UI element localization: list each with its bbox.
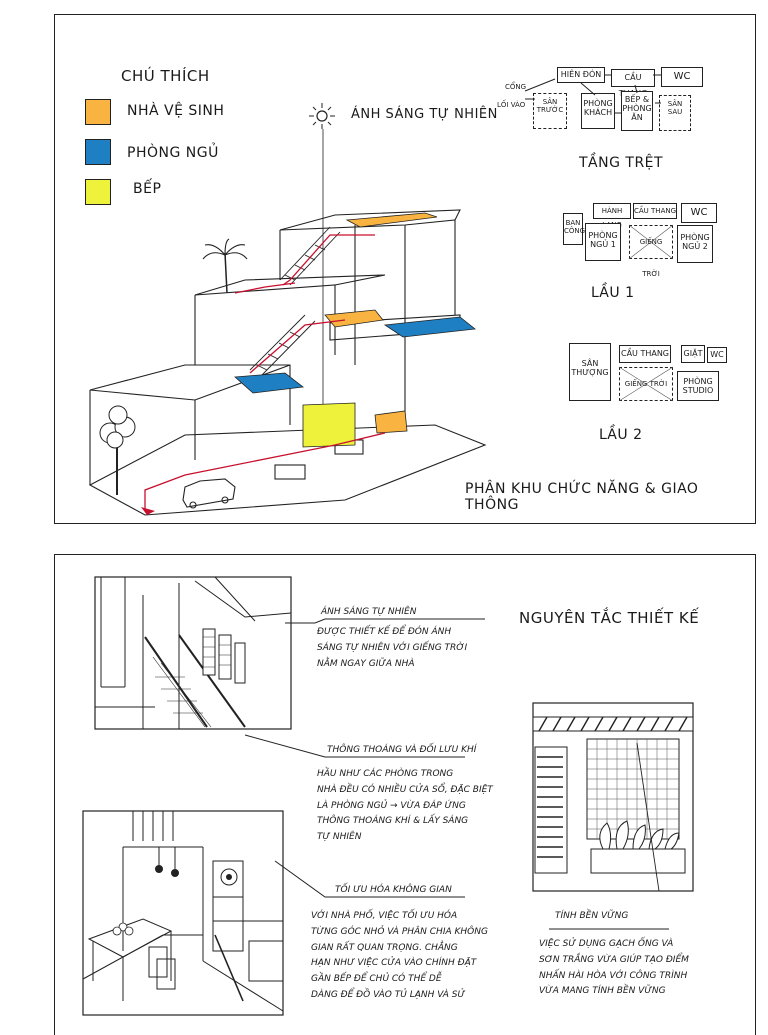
sustainability-note-title: TÍNH BỀN VỮNG bbox=[555, 911, 629, 921]
bedroom-1-box: PHÒNG NGỦ 1 bbox=[585, 223, 621, 261]
legend-label-bedroom: PHÒNG NGỦ bbox=[127, 145, 219, 161]
floor-1-label: LẦU 1 bbox=[591, 285, 635, 301]
design-principles-title: NGUYÊN TẮC THIẾT KẾ bbox=[519, 609, 700, 627]
wc-box-2: WC bbox=[707, 347, 727, 363]
sun-icon bbox=[309, 103, 335, 129]
living-room-box: PHÒNG KHÁCH bbox=[581, 93, 615, 129]
ground-floor-label: TẦNG TRỆT bbox=[579, 155, 664, 171]
roof-terrace-box: SÂN THƯỢNG bbox=[569, 343, 611, 401]
legend-swatch-kitchen bbox=[85, 179, 111, 205]
light-note-body: ĐƯỢC THIẾT KẾ ĐỂ ĐÓN ÁNH SÁNG TỰ NHIÊN V… bbox=[317, 627, 468, 669]
wc-box-1: WC bbox=[681, 203, 717, 223]
entry-way-label: LỐI VÀO bbox=[497, 101, 526, 109]
floor-2-label: LẦU 2 bbox=[599, 427, 643, 443]
back-yard-box: SÂN SAU bbox=[659, 95, 691, 131]
sustainability-note-body: VIỆC SỬ DỤNG GẠCH ỐNG VÀ SƠN TRẮNG VỪA G… bbox=[539, 939, 689, 997]
bedroom-2-box: PHÒNG NGỦ 2 bbox=[677, 225, 713, 263]
kitchen-dining-box: BẾP & PHÒNG ĂN bbox=[621, 91, 653, 131]
space-note-title: TỐI ƯU HÓA KHÔNG GIAN bbox=[335, 885, 452, 895]
legend-title: CHÚ THÍCH bbox=[121, 67, 210, 85]
isometric-house-drawing bbox=[88, 129, 487, 516]
front-yard-box: SÂN TRƯỚC bbox=[533, 93, 567, 129]
wc-box-ground: WC bbox=[661, 67, 703, 87]
stair-box-1: CẦU THANG bbox=[633, 203, 677, 219]
light-note-title: ÁNH SÁNG TỰ NHIÊN bbox=[321, 607, 417, 617]
ventilation-note-title: THÔNG THOÁNG VÀ ĐỐI LƯU KHÍ bbox=[327, 745, 477, 755]
legend-swatch-toilet bbox=[85, 99, 111, 125]
legend-swatch-bedroom bbox=[85, 139, 111, 165]
ground-flow-arrows bbox=[524, 74, 661, 114]
corridor-box: HÀNH LANG bbox=[593, 203, 631, 229]
space-note-body: VỚI NHÀ PHỐ, VIỆC TỐI ƯU HÓA TỪNG GÓC NH… bbox=[311, 911, 488, 1000]
design-principles-panel: ÁNH SÁNG TỰ NHIÊN ĐƯỢC THIẾT KẾ ĐỂ ĐÓN Á… bbox=[54, 554, 756, 1035]
zoning-panel: CHÚ THÍCH NHÀ VỆ SINH PHÒNG NGỦ BẾP ÁNH … bbox=[54, 14, 756, 524]
porch-box: HIÊN ĐÓN bbox=[557, 67, 605, 83]
zoning-panel-title: PHÂN KHU CHỨC NĂNG & GIAO THÔNG bbox=[465, 481, 699, 513]
entry-gate-label: CỔNG bbox=[505, 83, 527, 91]
legend-label-kitchen: BẾP bbox=[133, 181, 162, 197]
skylight-cross-1 bbox=[628, 224, 674, 260]
sustainability-underline bbox=[549, 928, 669, 930]
stair-skylight-sketch bbox=[94, 576, 292, 730]
laundry-box: GIẶT bbox=[681, 345, 705, 363]
annotation-leaders bbox=[244, 618, 485, 898]
stair-box-2: CẦU THANG bbox=[619, 345, 671, 363]
studio-box: PHÒNG STUDIO bbox=[677, 371, 719, 401]
balcony-box: BAN CÔNG bbox=[563, 213, 585, 245]
kitchen-dining-sketch bbox=[82, 810, 284, 1016]
skylight-cross-2 bbox=[618, 366, 674, 402]
sun-label: ÁNH SÁNG TỰ NHIÊN bbox=[351, 107, 498, 122]
legend-label-toilet: NHÀ VỆ SINH bbox=[127, 103, 225, 119]
ventilation-note-body: HẦU NHƯ CÁC PHÒNG TRONG NHÀ ĐỀU CÓ NHIỀU… bbox=[317, 769, 493, 842]
brick-facade-sketch bbox=[532, 702, 694, 892]
